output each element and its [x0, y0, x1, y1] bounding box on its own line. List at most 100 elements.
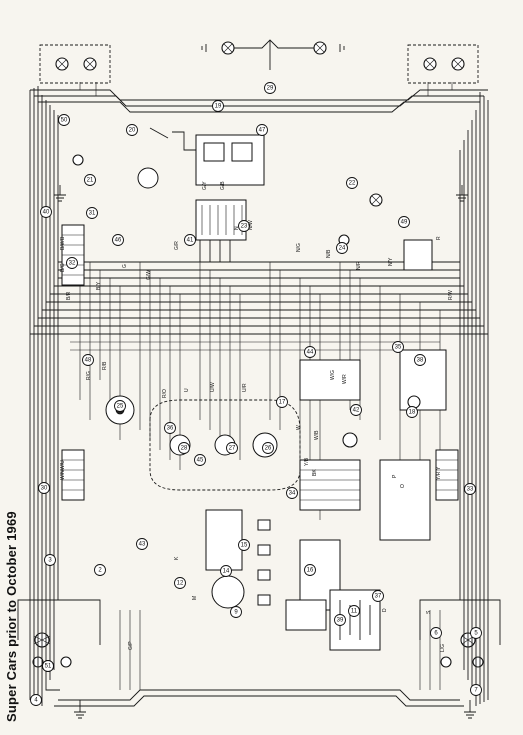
wire-code-label: M	[192, 596, 198, 600]
component-ref-48: 48	[82, 354, 94, 366]
wire-code-label: W/R	[342, 374, 348, 384]
component-ref-51: 51	[42, 660, 54, 672]
front-lamp-cluster-left	[39, 44, 111, 84]
svg-text:45: 45	[197, 458, 204, 464]
fuse-block	[195, 199, 247, 262]
wire-code-label: B/Y	[96, 281, 102, 290]
wire-code-label: BK	[312, 469, 318, 476]
wire-code-label: G/Y	[202, 181, 208, 190]
svg-text:17: 17	[279, 400, 286, 406]
svg-text:20: 20	[129, 128, 136, 134]
instrument-cluster	[149, 399, 301, 491]
component-ref-32: 32	[66, 257, 78, 269]
wire-code-label: B/W	[60, 240, 66, 250]
wire-code-label: U	[184, 388, 190, 392]
component-ref-38: 38	[414, 354, 426, 366]
svg-text:24: 24	[339, 246, 346, 252]
misc-lamps	[72, 154, 421, 448]
connector-lower-right	[299, 459, 431, 541]
svg-text:42: 42	[353, 408, 360, 414]
wire-code-label: N/B	[326, 249, 332, 258]
svg-text:15: 15	[241, 543, 248, 549]
component-ref-18: 18	[406, 406, 418, 418]
harness-right	[459, 92, 489, 706]
svg-text:51: 51	[45, 664, 52, 670]
svg-text:37: 37	[375, 594, 382, 600]
component-ref-14: 14	[220, 565, 232, 577]
component-ref-30: 30	[38, 482, 50, 494]
component-ref-28: 28	[178, 442, 190, 454]
component-ref-31: 31	[86, 207, 98, 219]
svg-text:12: 12	[177, 581, 184, 587]
wire-code-label: G	[122, 264, 128, 268]
component-ref-2: 2	[94, 564, 106, 576]
svg-text:16: 16	[307, 568, 314, 574]
svg-text:22: 22	[349, 181, 356, 187]
component-ref-6: 6	[430, 627, 442, 639]
svg-text:25: 25	[117, 404, 124, 410]
wire-code-label: S	[426, 610, 432, 614]
svg-text:14: 14	[223, 569, 230, 575]
ignition-system	[205, 509, 341, 631]
component-ref-37: 37	[372, 590, 384, 602]
wire-code-label: U/R	[242, 383, 248, 392]
wire-code-label: R/O	[162, 389, 168, 398]
component-ref-43: 43	[136, 538, 148, 550]
ground-icon	[54, 185, 476, 719]
svg-text:39: 39	[337, 618, 344, 624]
svg-text:21: 21	[87, 178, 94, 184]
wire-code-label: N/Y	[388, 257, 394, 266]
component-ref-34: 34	[286, 487, 298, 499]
component-ref-5: 5	[470, 627, 482, 639]
svg-text:30: 30	[41, 486, 48, 492]
wire-code-label: W/N	[60, 470, 66, 480]
svg-text:3: 3	[48, 558, 52, 564]
component-ref-42: 42	[350, 404, 362, 416]
component-ref-27: 27	[226, 442, 238, 454]
component-ref-44: 44	[304, 346, 316, 358]
component-ref-16: 16	[304, 564, 316, 576]
wire-code-label: Y	[436, 466, 442, 470]
svg-text:19: 19	[215, 104, 222, 110]
component-ref-41: 41	[184, 234, 196, 246]
component-ref-20: 20	[126, 124, 138, 136]
svg-text:5: 5	[474, 631, 478, 637]
component-ref-4: 4	[30, 694, 42, 706]
svg-text:32: 32	[69, 261, 76, 267]
wire-code-label: W/U	[60, 460, 66, 470]
wire-code-label: R/W	[448, 290, 454, 300]
component-ref-33: 33	[464, 483, 476, 495]
svg-text:31: 31	[89, 211, 96, 217]
component-ref-12: 12	[174, 577, 186, 589]
component-ref-9: 9	[230, 606, 242, 618]
svg-text:4: 4	[34, 698, 38, 704]
component-ref-24: 24	[336, 242, 348, 254]
svg-text:26: 26	[265, 446, 272, 452]
svg-text:40: 40	[43, 210, 50, 216]
component-ref-21: 21	[84, 174, 96, 186]
wire-code-label: D	[382, 608, 388, 612]
wire-code-label: L/G	[440, 644, 446, 652]
component-ref-7: 7	[470, 684, 482, 696]
wire-code-label: R/G	[86, 371, 92, 380]
wire-code-label: K	[174, 556, 180, 560]
component-ref-50: 50	[58, 114, 70, 126]
svg-text:50: 50	[61, 118, 68, 124]
component-ref-22: 22	[346, 177, 358, 189]
component-ref-45: 45	[194, 454, 206, 466]
svg-text:47: 47	[259, 128, 266, 134]
central-bus	[30, 261, 488, 351]
svg-text:2: 2	[98, 568, 102, 574]
wire-code-label: O	[400, 484, 406, 488]
svg-text:6: 6	[434, 631, 438, 637]
component-ref-25: 25	[114, 400, 126, 412]
wire-code-label: G/B	[220, 181, 226, 190]
svg-text:36: 36	[167, 426, 174, 432]
wire-code-label: R	[436, 236, 442, 240]
diagram-title: Super Cars prior to October 1969	[4, 511, 19, 722]
wire-code-label: B	[60, 236, 66, 240]
wire-code-label: P	[392, 474, 398, 478]
wire-code-label: G/R	[174, 241, 180, 250]
